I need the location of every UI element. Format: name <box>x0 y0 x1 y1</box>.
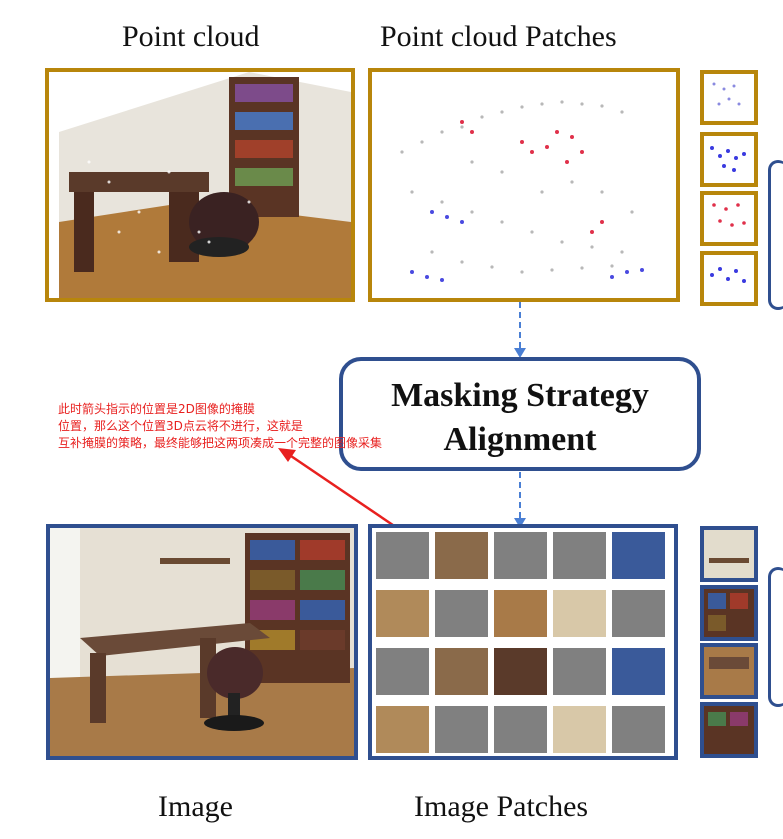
patch-scatter-red <box>712 203 746 227</box>
image-patches-label: Image Patches <box>414 790 589 823</box>
masked-patch <box>612 706 665 753</box>
masked-patch <box>435 590 488 637</box>
point-cloud-scatter <box>400 100 644 282</box>
visible-patch <box>553 706 606 753</box>
visible-patch <box>376 706 429 753</box>
annotation-note: 此时箭头指示的位置是2D图像的掩膜 位置，那么这个位置3D点云将不进行，这就是 … <box>58 401 448 452</box>
point-cloud-room-picture <box>59 72 351 298</box>
point-patch-2 <box>700 132 758 187</box>
strategy-line-1: Masking Strategy <box>391 377 649 414</box>
dashed-arrow-top <box>514 302 526 358</box>
point-cloud-label: Point cloud <box>122 20 260 53</box>
image-patch-small-3 <box>700 643 758 699</box>
patch-thumb-shelf <box>704 530 754 578</box>
visible-patch <box>612 648 665 695</box>
point-cloud-panel <box>45 68 355 302</box>
point-patch-3 <box>700 191 758 246</box>
annotation-line-3: 互补掩膜的策略，最终能够把这两项凑成一个完整的图像采集 <box>58 436 383 450</box>
masked-patch <box>376 532 429 579</box>
room-photo <box>50 528 354 756</box>
masked-patch <box>376 648 429 695</box>
side-box-top <box>768 160 783 310</box>
masked-patch <box>612 590 665 637</box>
dashed-arrow-bottom <box>514 472 526 528</box>
masked-patch <box>553 532 606 579</box>
annotation-line-2: 位置，那么这个位置3D点云将不进行，这就是 <box>58 419 303 433</box>
patch-thumb-books <box>704 589 754 637</box>
image-patch-grid <box>376 532 666 753</box>
point-patch-1 <box>700 70 758 125</box>
point-cloud-patches-panel <box>368 68 680 302</box>
visible-patch <box>494 648 547 695</box>
point-patch-4 <box>700 251 758 306</box>
patch-scatter-gray-blue <box>712 82 741 106</box>
visible-patch <box>435 648 488 695</box>
side-box-bottom <box>768 567 783 707</box>
annotation-line-1: 此时箭头指示的位置是2D图像的掩膜 <box>58 402 255 416</box>
image-label: Image <box>158 790 233 823</box>
visible-patch <box>553 590 606 637</box>
visible-patch <box>494 590 547 637</box>
masked-patch <box>494 706 547 753</box>
patch-thumb-shelf-2 <box>704 706 754 754</box>
image-panel <box>46 524 358 760</box>
patch-thumb-desk <box>704 647 754 695</box>
patch-scatter-blue <box>710 146 746 172</box>
masking-strategy-box: Masking Strategy Alignment <box>339 357 701 471</box>
image-patch-small-4 <box>700 702 758 758</box>
masked-patch <box>553 648 606 695</box>
image-patch-small-2 <box>700 585 758 641</box>
image-patch-small-1 <box>700 526 758 582</box>
masked-patch <box>435 706 488 753</box>
visible-patch <box>376 590 429 637</box>
visible-patch <box>612 532 665 579</box>
masked-patch <box>494 532 547 579</box>
visible-patch <box>435 532 488 579</box>
patch-scatter-blue-2 <box>710 267 746 283</box>
strategy-line-2: Alignment <box>443 421 597 458</box>
point-cloud-patches-label: Point cloud Patches <box>380 20 617 53</box>
